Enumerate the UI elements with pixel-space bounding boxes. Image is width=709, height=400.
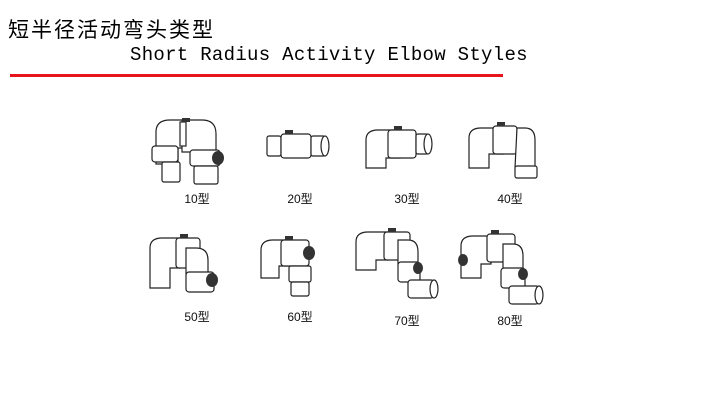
elbow-style-50: 50型 <box>142 228 252 338</box>
elbow-style-80: 80型 <box>455 228 565 338</box>
elbow-style-70-label: 70型 <box>394 314 420 328</box>
elbow-style-80-label: 80型 <box>497 314 523 328</box>
elbow-style-10: 10型 <box>142 110 252 220</box>
elbow-style-60-drawing <box>260 236 315 297</box>
elbow-style-40-drawing <box>468 122 538 179</box>
elbow-style-30: 30型 <box>352 110 462 220</box>
elbow-style-20: 20型 <box>245 110 355 220</box>
elbow-style-30-drawing <box>365 126 433 169</box>
elbow-style-50-label: 50型 <box>184 310 210 324</box>
elbow-style-80-drawing <box>458 230 544 305</box>
elbow-style-20-drawing <box>266 130 330 159</box>
page-title-chinese: 短半径活动弯头类型 <box>8 18 215 42</box>
elbow-style-70-drawing <box>355 228 439 299</box>
page-title-english: Short Radius Activity Elbow Styles <box>130 44 528 66</box>
elbow-style-60: 60型 <box>245 228 355 338</box>
elbow-style-70: 70型 <box>352 228 462 338</box>
elbow-style-10-label: 10型 <box>184 192 210 206</box>
title-divider <box>10 74 503 77</box>
elbow-style-30-label: 30型 <box>394 192 420 206</box>
elbow-style-50-drawing <box>149 234 218 293</box>
elbow-style-20-label: 20型 <box>287 192 313 206</box>
elbow-style-60-label: 60型 <box>287 310 313 324</box>
elbow-style-40-label: 40型 <box>497 192 523 206</box>
elbow-style-10-drawing <box>151 118 224 185</box>
elbow-style-40: 40型 <box>455 110 565 220</box>
